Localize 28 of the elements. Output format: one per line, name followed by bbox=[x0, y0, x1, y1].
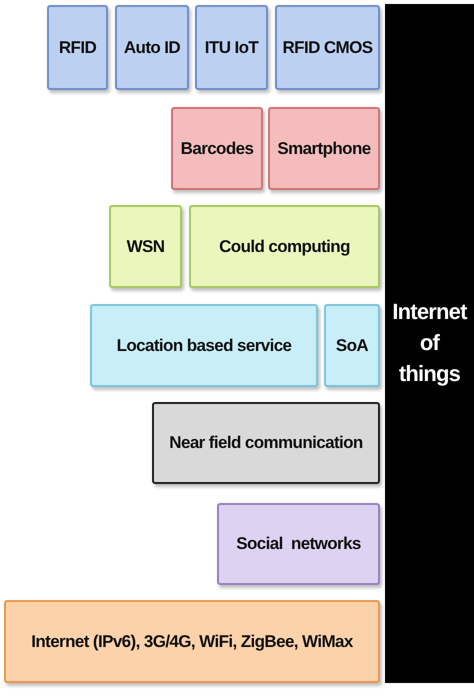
box-label: Near field communication bbox=[169, 433, 363, 453]
box-label: WSN bbox=[126, 236, 164, 256]
technology-box bbox=[47, 5, 108, 90]
box-label: Barcodes bbox=[180, 138, 254, 158]
box-label: ITU IoT bbox=[204, 38, 258, 58]
box-label: Could computing bbox=[219, 236, 350, 256]
technology-box bbox=[109, 205, 182, 288]
technology-box bbox=[268, 107, 380, 190]
box-label: RFID bbox=[58, 38, 96, 58]
box-label: SoA bbox=[336, 336, 368, 356]
technology-box bbox=[324, 304, 380, 387]
technology-box bbox=[195, 5, 268, 90]
title-text: Internet of things bbox=[391, 298, 468, 388]
technology-box bbox=[275, 5, 380, 90]
box-label: Location based service bbox=[116, 336, 292, 356]
technology-box bbox=[189, 205, 380, 288]
box-label: Social networks bbox=[236, 534, 361, 554]
technology-box bbox=[115, 5, 189, 90]
box-label: Smartphone bbox=[277, 138, 371, 158]
technology-box bbox=[90, 304, 318, 387]
technology-box bbox=[171, 107, 263, 190]
title-band bbox=[385, 4, 474, 683]
technology-box bbox=[217, 503, 380, 585]
technology-box bbox=[4, 600, 380, 683]
technology-box bbox=[152, 402, 380, 484]
box-label: Auto ID bbox=[124, 38, 180, 58]
box-label: Internet (IPv6), 3G/4G, WiFi, ZigBee, WiMax bbox=[31, 632, 353, 652]
box-label: RFID CMOS bbox=[282, 38, 372, 58]
